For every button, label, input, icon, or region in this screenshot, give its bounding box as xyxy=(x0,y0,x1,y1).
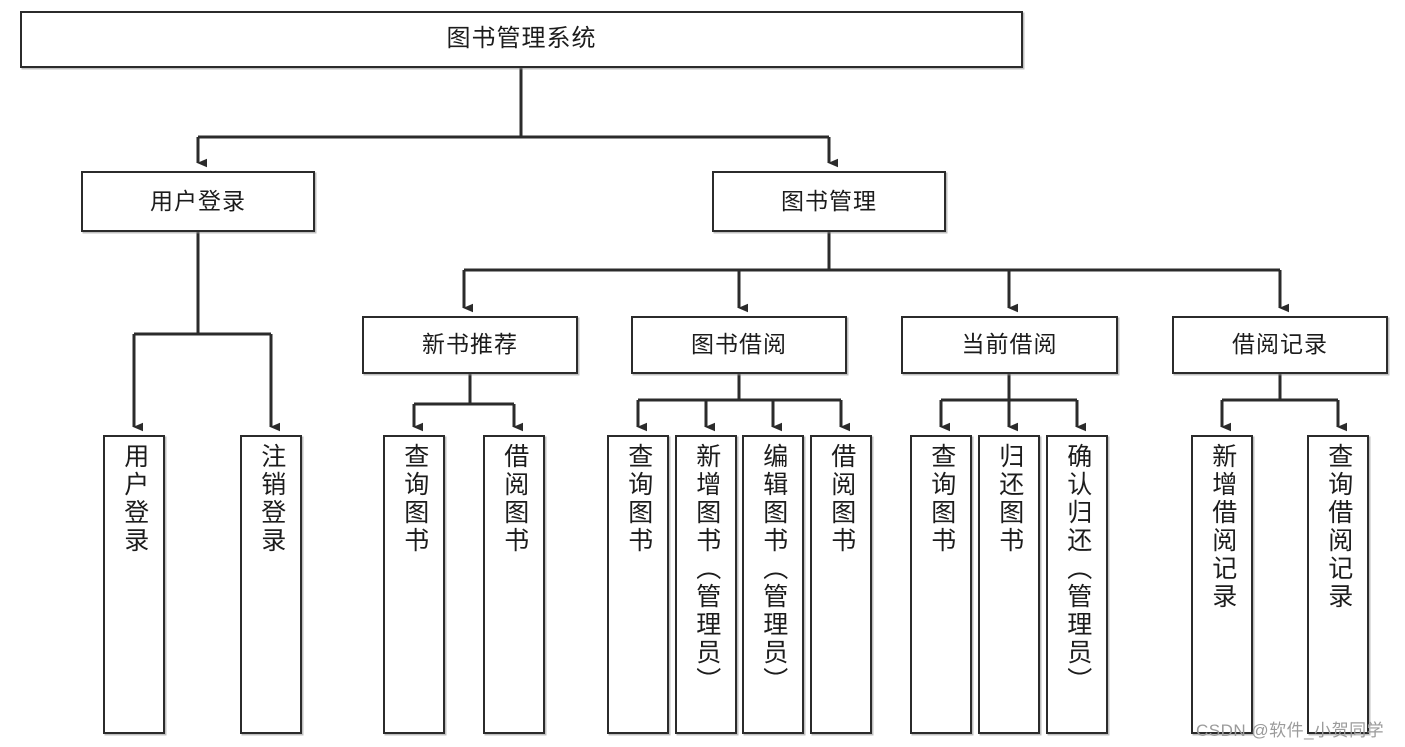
node-book-borrow[interactable]: 图书借阅 xyxy=(631,316,847,374)
node-new-book-rec[interactable]: 新书推荐 xyxy=(362,316,578,374)
node-leaf-query-book-3-label: 查询图书 xyxy=(927,443,956,555)
node-user-login-label: 用户登录 xyxy=(150,187,246,214)
node-leaf-edit-book[interactable]: 编辑图书（管理员） xyxy=(742,435,804,734)
node-leaf-query-book-1-label: 查询图书 xyxy=(400,443,429,555)
node-leaf-user-logout[interactable]: 注销登录 xyxy=(240,435,302,734)
node-leaf-return-book-label: 归还图书 xyxy=(995,443,1024,555)
node-user-login[interactable]: 用户登录 xyxy=(81,171,315,232)
node-leaf-user-logout-label: 注销登录 xyxy=(257,443,286,555)
node-book-manage-label: 图书管理 xyxy=(781,187,877,214)
node-leaf-query-record-label: 查询借阅记录 xyxy=(1324,443,1353,611)
node-leaf-confirm-return[interactable]: 确认归还（管理员） xyxy=(1046,435,1108,734)
node-book-borrow-label: 图书借阅 xyxy=(691,331,787,358)
node-leaf-borrow-book-2-label: 借阅图书 xyxy=(827,443,856,555)
node-leaf-borrow-book-1-label: 借阅图书 xyxy=(500,443,529,555)
node-leaf-add-record[interactable]: 新增借阅记录 xyxy=(1191,435,1253,734)
node-root-label: 图书管理系统 xyxy=(446,25,597,53)
watermark: CSDN @软件_小贺同学 xyxy=(1196,721,1385,740)
node-leaf-add-book-label: 新增图书（管理员） xyxy=(692,443,721,695)
node-borrow-record-label: 借阅记录 xyxy=(1232,331,1328,358)
node-leaf-query-book-1[interactable]: 查询图书 xyxy=(383,435,445,734)
node-leaf-add-record-label: 新增借阅记录 xyxy=(1208,443,1237,611)
node-leaf-add-book[interactable]: 新增图书（管理员） xyxy=(675,435,737,734)
node-leaf-query-book-2-label: 查询图书 xyxy=(624,443,653,555)
node-book-manage[interactable]: 图书管理 xyxy=(712,171,946,232)
node-current-borrow[interactable]: 当前借阅 xyxy=(901,316,1118,374)
node-leaf-borrow-book-1[interactable]: 借阅图书 xyxy=(483,435,545,734)
node-leaf-query-book-3[interactable]: 查询图书 xyxy=(910,435,972,734)
node-leaf-return-book[interactable]: 归还图书 xyxy=(978,435,1040,734)
node-leaf-user-login-label: 用户登录 xyxy=(120,443,149,555)
node-new-book-rec-label: 新书推荐 xyxy=(422,331,518,358)
node-leaf-user-login[interactable]: 用户登录 xyxy=(103,435,165,734)
node-leaf-query-record[interactable]: 查询借阅记录 xyxy=(1307,435,1369,734)
node-borrow-record[interactable]: 借阅记录 xyxy=(1172,316,1388,374)
node-root[interactable]: 图书管理系统 xyxy=(20,11,1023,68)
node-leaf-borrow-book-2[interactable]: 借阅图书 xyxy=(810,435,872,734)
node-leaf-edit-book-label: 编辑图书（管理员） xyxy=(759,443,788,695)
node-leaf-confirm-return-label: 确认归还（管理员） xyxy=(1063,443,1092,695)
node-current-borrow-label: 当前借阅 xyxy=(961,331,1058,358)
node-leaf-query-book-2[interactable]: 查询图书 xyxy=(607,435,669,734)
